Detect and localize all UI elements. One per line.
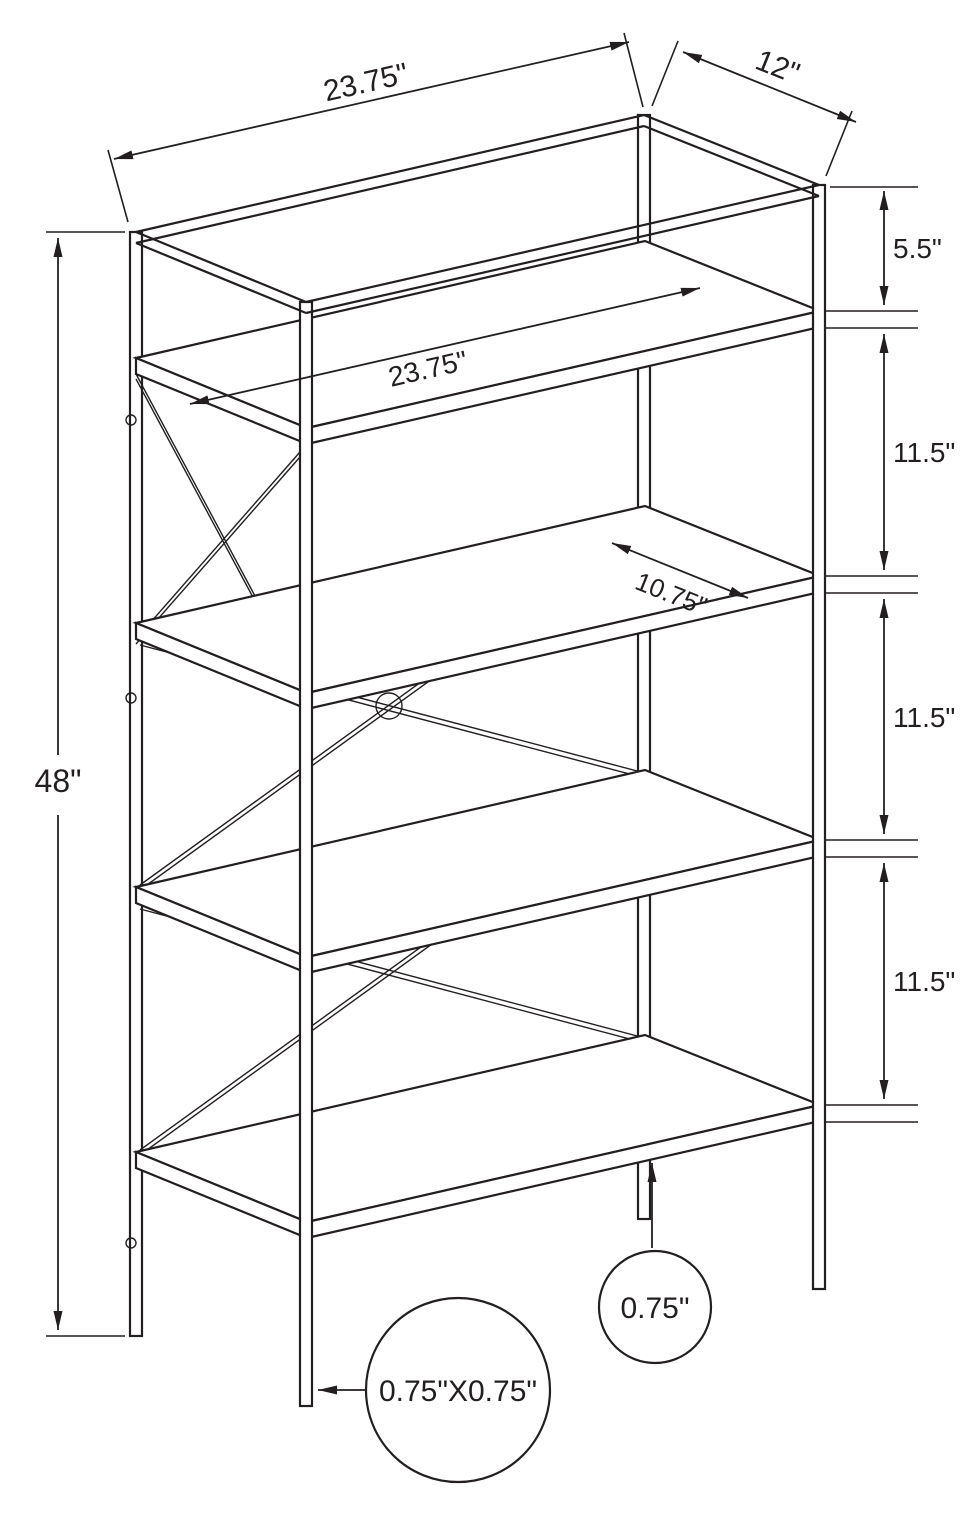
dim-overall-width: 23.75" (107, 32, 644, 223)
extension-line (825, 110, 853, 177)
shelf-2 (132, 504, 824, 711)
post-front-right (811, 183, 827, 1291)
turnbuckle-detail (375, 692, 403, 720)
top-frame-front-edge (305, 183, 820, 304)
shelf-4 (132, 1033, 824, 1240)
hook-detail (125, 692, 137, 704)
dim-spacing-upper: 11.5" (879, 334, 955, 570)
dim-label-spacing-upper: 11.5" (893, 437, 955, 468)
top-frame-back-edge (135, 124, 645, 245)
hook-detail (125, 1237, 137, 1249)
callout-label-post-section: 0.75"X0.75" (379, 1375, 537, 1408)
extension-line (107, 149, 129, 223)
dimension-line (189, 287, 701, 405)
top-frame-right-edge (643, 113, 820, 187)
dim-label-overall-height: 48" (35, 763, 82, 799)
extension-line (651, 40, 679, 107)
dim-top-gap: 5.5" (879, 191, 942, 305)
side-brace (135, 443, 308, 640)
dimension-annotations: 23.75" 12" 48" (35, 32, 955, 1484)
shelf-3 (132, 768, 824, 975)
dimension-line (682, 51, 857, 123)
callout-circle (364, 1296, 552, 1484)
side-brace (135, 448, 308, 645)
dim-label-top-gap: 5.5" (893, 233, 942, 264)
top-frame-left-edge (135, 241, 307, 315)
dim-label-spacing-lower: 11.5" (893, 966, 955, 997)
top-frame-left-edge (135, 230, 307, 304)
dimension-line (611, 542, 749, 599)
dim-overall-height: 48" (35, 231, 125, 1337)
top-frame-right-edge (643, 124, 820, 198)
dim-spacing-middle: 11.5" (879, 599, 955, 834)
hook-details (125, 414, 137, 1249)
callout-post-section: 0.75"X0.75" (318, 1296, 552, 1484)
post-front-left (298, 300, 314, 1408)
dim-label-spacing-middle: 11.5" (893, 702, 955, 733)
right-extension-lines (826, 186, 918, 1123)
callout-label-shelf-thickness: 0.75" (620, 1292, 689, 1325)
bookcase-structure (125, 113, 827, 1408)
shelf-1 (132, 239, 824, 446)
shelves (132, 239, 824, 1240)
callout-circle (597, 1249, 713, 1365)
dim-spacing-lower: 11.5" (879, 863, 955, 1099)
dim-label-overall-width: 23.75" (320, 57, 411, 108)
top-frame-back-edge (135, 113, 645, 234)
extension-line (623, 32, 644, 108)
hook-detail (125, 414, 137, 426)
cross-braces (135, 373, 642, 1156)
callout-shelf-thickness: 0.75" (597, 1163, 713, 1365)
dim-overall-depth: 12" (651, 40, 857, 177)
dimension-line (113, 41, 630, 160)
